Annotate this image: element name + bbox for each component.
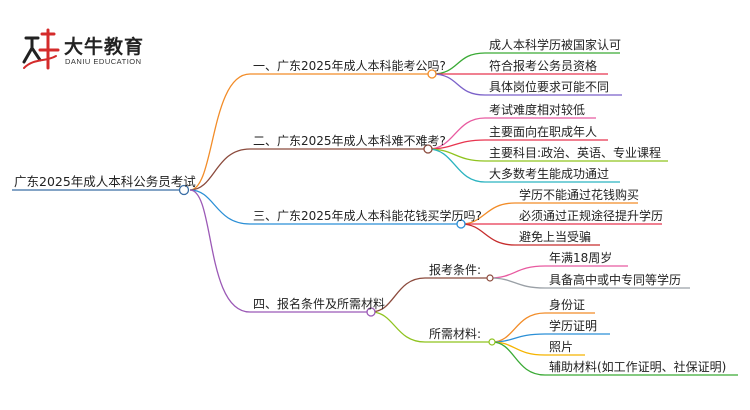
link-b3-c1: [460, 202, 638, 225]
link-b4-g1: [370, 277, 490, 313]
branch-4-dot[interactable]: [366, 307, 376, 317]
link-root-b4: [189, 189, 371, 313]
link-b3-c3: [460, 223, 600, 246]
link-b1-c3: [431, 73, 622, 96]
group-2-child-1[interactable]: 身份证: [549, 298, 586, 312]
logo-mark-icon: [22, 28, 60, 70]
link-root-b2: [189, 148, 428, 191]
branch-4-group-1-label[interactable]: 报考条件:: [429, 263, 482, 277]
branch-2-child-2[interactable]: 主要面向在职成年人: [489, 125, 598, 139]
group-2-dot[interactable]: [488, 338, 496, 346]
link-root-b1: [189, 73, 432, 191]
mindmap-nodes: [178, 69, 496, 346]
branch-3-label[interactable]: 三、广东2025年成人本科能花钱买学历吗?: [253, 209, 482, 223]
branch-2-label[interactable]: 二、广东2025年成人本科难不难考?: [253, 134, 446, 148]
root-topic[interactable]: 广东2025年成人本科公务员考试: [14, 174, 196, 189]
branch-2-child-1[interactable]: 考试难度相对较低: [489, 103, 586, 117]
branch-1-child-1[interactable]: 成人本科学历被国家认可: [489, 38, 622, 52]
group-1-child-1[interactable]: 年满18周岁: [549, 251, 613, 265]
group-2-child-3[interactable]: 照片: [549, 340, 574, 354]
link-b4-g2: [370, 311, 492, 343]
logo-title: 大牛教育: [64, 36, 145, 58]
root-node-dot[interactable]: [178, 184, 190, 196]
brand-logo: 大牛教育 DANIU EDUCATION: [20, 28, 170, 74]
link-b2-c4: [427, 148, 620, 183]
link-g2-c3: [491, 341, 585, 356]
mindmap-links: [12, 52, 738, 376]
link-b1-c1: [431, 52, 620, 75]
link-g2-c4: [491, 341, 738, 376]
branch-3-child-1[interactable]: 学历不能通过花钱购买: [519, 188, 640, 202]
link-g1-c2: [489, 277, 690, 289]
branch-1-dot[interactable]: [427, 69, 437, 79]
link-b2-c1: [427, 117, 596, 150]
branch-1-child-3[interactable]: 具体岗位要求可能不同: [489, 80, 610, 94]
group-2-child-4[interactable]: 辅助材料(如工作证明、社保证明): [549, 360, 727, 374]
branch-3-child-2[interactable]: 必须通过正规途径提升学历: [519, 209, 664, 223]
group-1-child-2[interactable]: 具备高中或中专同等学历: [549, 273, 682, 287]
link-b2-c2: [427, 139, 608, 150]
link-g1-c1: [489, 265, 628, 279]
branch-2-child-3[interactable]: 主要科目:政治、英语、专业课程: [489, 146, 662, 160]
group-1-dot[interactable]: [486, 274, 494, 282]
link-g2-c1: [491, 312, 595, 343]
group-2-child-2[interactable]: 学历证明: [549, 319, 598, 333]
logo-subtitle: DANIU EDUCATION: [65, 57, 142, 66]
branch-3-dot[interactable]: [456, 219, 466, 229]
branch-4-label[interactable]: 四、报名条件及所需材料: [253, 297, 386, 311]
branch-1-label[interactable]: 一、广东2025年成人本科能考公吗?: [253, 59, 446, 73]
link-root-b3: [189, 189, 461, 225]
branch-2-child-4[interactable]: 大多数考生能成功通过: [489, 167, 610, 181]
branch-2-dot[interactable]: [423, 144, 433, 154]
branch-4-group-2-label[interactable]: 所需材料:: [429, 327, 482, 341]
branch-1-child-2[interactable]: 符合报考公务员资格: [489, 59, 598, 73]
link-b2-c3: [427, 148, 668, 162]
branch-3-child-3[interactable]: 避免上当受骗: [519, 230, 592, 244]
link-g2-c2: [491, 333, 610, 343]
